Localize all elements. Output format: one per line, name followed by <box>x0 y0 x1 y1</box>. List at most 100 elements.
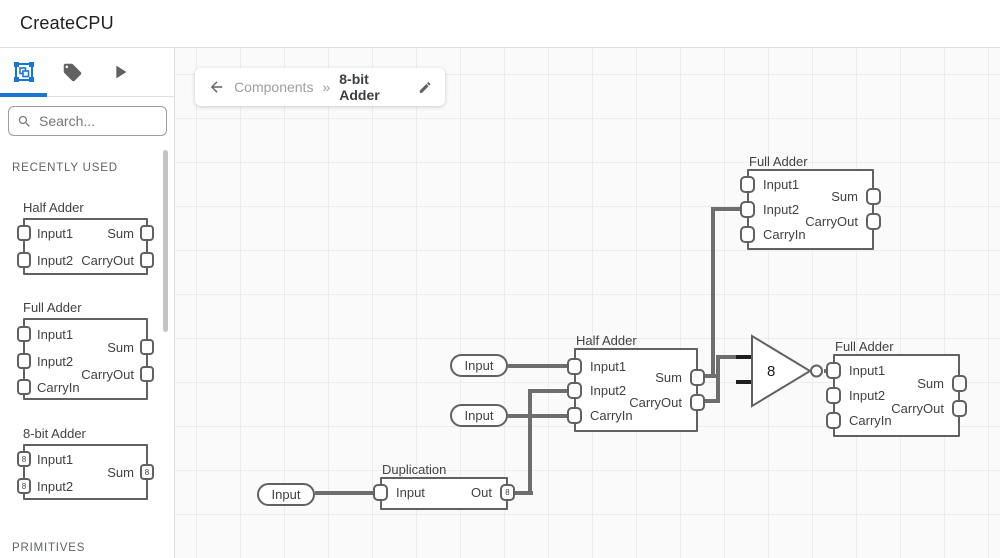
port-input1 <box>17 326 31 342</box>
not-gate-buswidth: 8 <box>767 363 775 380</box>
node-duplication[interactable]: Duplication 8 Input Out <box>373 462 515 510</box>
active-tab-indicator <box>0 93 47 97</box>
sidebar: RECENTLY USED Half Adder Input1 Input2 S… <box>0 48 175 558</box>
port-carryout[interactable] <box>690 394 705 411</box>
wire-carryout-stub[interactable] <box>704 399 720 403</box>
play-icon <box>116 65 127 79</box>
not-gate-bubble <box>810 364 823 378</box>
bus-width: 8 <box>505 488 510 497</box>
breadcrumb-separator: » <box>322 79 331 95</box>
node-full-adder-right[interactable]: Full Adder Input1 Input2 CarryIn Sum Car… <box>826 339 967 437</box>
input-pin-label: Input <box>271 487 301 502</box>
node-title: Full Adder <box>749 154 808 169</box>
wire-sum-stub[interactable] <box>704 374 716 378</box>
port-label: CarryOut <box>81 253 134 268</box>
port-input1[interactable] <box>567 358 582 375</box>
port-carryout <box>140 252 154 268</box>
port-input[interactable] <box>373 484 388 501</box>
library-item-title: Half Adder <box>23 200 84 215</box>
port-label: Sum <box>107 340 134 355</box>
port-input1[interactable] <box>740 176 755 193</box>
port-label: Input1 <box>37 452 74 467</box>
port-label: Sum <box>107 226 134 241</box>
wire-duplication-to-input2[interactable] <box>528 389 574 393</box>
wire-input1-to-halfadder[interactable] <box>508 364 576 368</box>
node-full-adder-top[interactable]: Full Adder Input1 Input2 CarryIn Sum Car… <box>740 154 881 250</box>
input-pin-label: Input <box>464 408 494 423</box>
port-label: Input1 <box>37 226 74 241</box>
port-label: CarryIn <box>763 227 806 242</box>
library-item-full-adder[interactable]: Input1 Input2 CarryIn Sum CarryOut <box>17 318 154 400</box>
port-sum <box>140 339 154 355</box>
wire-duplication-out-v[interactable] <box>528 389 532 495</box>
search-input[interactable] <box>39 113 149 129</box>
tab-components[interactable] <box>0 48 48 97</box>
port-label: Input2 <box>849 388 886 403</box>
input-pin[interactable]: Input <box>257 483 315 506</box>
components-icon <box>14 62 34 82</box>
wire-input2-to-carryin[interactable] <box>508 414 576 418</box>
port-label: CarryOut <box>891 401 944 416</box>
circuit-canvas[interactable]: Components » 8-bit Adder 8 Full Adder In… <box>175 48 1000 558</box>
sidebar-scrollbar[interactable] <box>163 150 168 332</box>
app-header: CreateCPU <box>0 0 1000 48</box>
breadcrumb: Components » 8-bit Adder <box>195 68 445 106</box>
port-carryin[interactable] <box>740 226 755 243</box>
port-label: Input1 <box>590 359 627 374</box>
library-item-half-adder[interactable]: Input1 Input2 Sum CarryOut <box>17 218 154 275</box>
not-gate[interactable]: 8 <box>745 330 835 412</box>
port-label: Sum <box>655 370 682 385</box>
wire-carryout-vertical[interactable] <box>716 355 720 403</box>
port-input1: 8 <box>17 451 31 467</box>
library-item-title: 8-bit Adder <box>23 426 86 441</box>
port-input1[interactable] <box>826 362 841 379</box>
port-label: CarryIn <box>590 408 633 423</box>
port-carryin[interactable] <box>567 407 582 424</box>
wire-input3-to-duplication[interactable] <box>315 491 383 495</box>
port-label: Input2 <box>37 253 74 268</box>
wire-sum-vertical[interactable] <box>711 207 715 378</box>
port-input2 <box>17 353 31 369</box>
port-label: CarryOut <box>629 395 682 410</box>
port-out[interactable]: 8 <box>500 484 515 501</box>
breadcrumb-parent[interactable]: Components <box>234 79 314 95</box>
port-label: Input2 <box>37 354 74 369</box>
library-item-8bit-adder[interactable]: 8 8 8 Input1 Input2 Sum <box>17 444 154 500</box>
back-arrow-icon[interactable] <box>208 78 225 96</box>
port-sum <box>140 225 154 241</box>
wire-sum-to-fulladder-top[interactable] <box>711 207 747 211</box>
tab-tags[interactable] <box>48 48 96 97</box>
port-label: CarryOut <box>805 214 858 229</box>
port-input2[interactable] <box>740 201 755 218</box>
port-label: Sum <box>831 189 858 204</box>
port-sum[interactable] <box>690 369 705 386</box>
wire-gate-input-stub[interactable] <box>736 355 754 359</box>
input-pin[interactable]: Input <box>450 354 508 377</box>
port-label: CarryIn <box>37 380 80 395</box>
port-label: Input2 <box>37 479 74 494</box>
port-sum[interactable] <box>952 375 967 392</box>
input-pin[interactable]: Input <box>450 404 508 427</box>
tag-icon <box>63 63 81 81</box>
port-input2[interactable] <box>567 382 582 399</box>
port-carryout[interactable] <box>866 213 881 230</box>
wire-duplication-out-h[interactable] <box>511 491 533 495</box>
tab-simulate[interactable] <box>96 48 144 97</box>
port-sum[interactable] <box>866 188 881 205</box>
input-pin-label: Input <box>464 358 494 373</box>
node-half-adder[interactable]: Half Adder Input1 Input2 CarryIn Sum Car… <box>567 333 705 432</box>
wire-carryout-to-gate[interactable] <box>716 355 754 359</box>
bus-width: 8 <box>144 467 150 477</box>
port-input2[interactable] <box>826 387 841 404</box>
port-label: Input1 <box>763 177 800 192</box>
search-icon <box>18 115 30 127</box>
edit-pencil-icon[interactable] <box>418 80 432 95</box>
sidebar-tabs <box>0 48 174 97</box>
port-label: Sum <box>917 376 944 391</box>
port-carryout[interactable] <box>952 400 967 417</box>
bus-width: 8 <box>21 454 27 464</box>
port-carryin[interactable] <box>826 412 841 429</box>
wire-gate-input2-stub[interactable] <box>736 380 752 384</box>
port-label: Out <box>471 485 492 500</box>
search-box[interactable] <box>8 106 167 136</box>
